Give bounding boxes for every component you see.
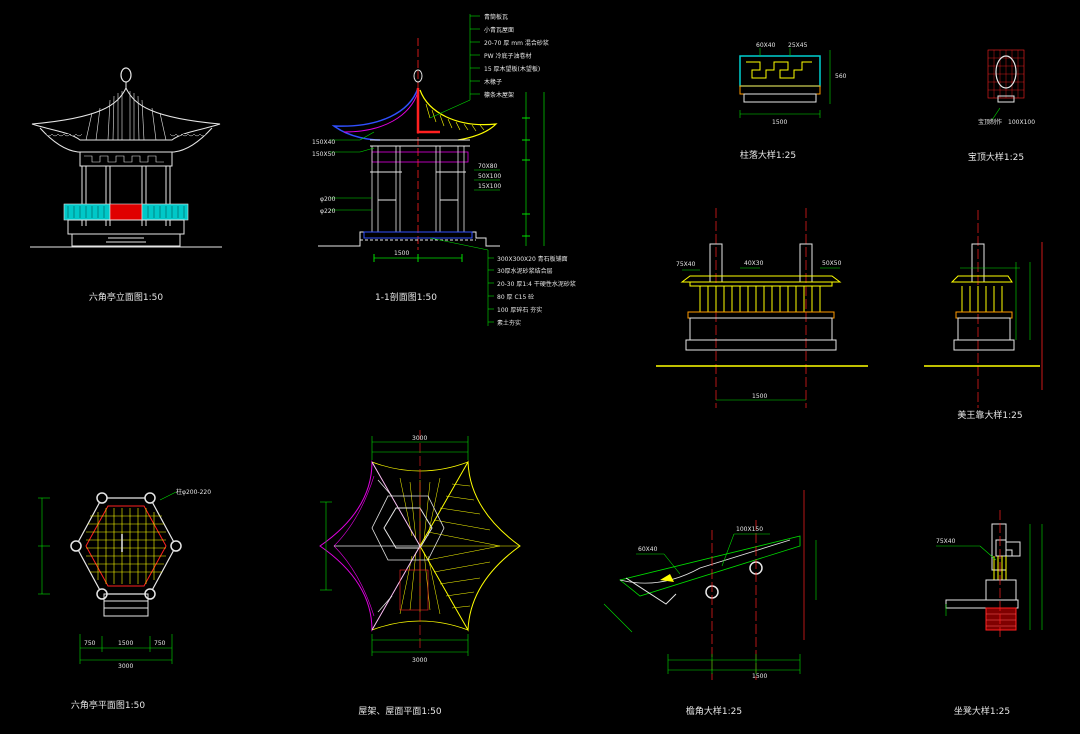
bench-dim: 1500 <box>752 393 767 400</box>
roof-plan: 3000 3000 <box>319 430 521 664</box>
section-note: 30厚水泥砂浆结合层 <box>497 267 553 275</box>
plan-dim: 1500 <box>118 640 133 647</box>
eave-detail: 60X40 100X150 1500 <box>603 490 817 680</box>
bench-dim: 50X50 <box>822 260 842 267</box>
plan-dim: 750 <box>84 640 96 647</box>
caption-roof-plan: 屋架、屋面平面1:50 <box>358 706 441 717</box>
caption-bench-detail: 美王靠大样1:25 <box>957 409 1022 421</box>
bench-detail-front: 1500 75X40 40X30 50X50 <box>656 208 868 408</box>
section-note: 素土夯实 <box>497 319 521 327</box>
eave-dim: 1500 <box>752 673 767 680</box>
eave-dim: 60X40 <box>638 546 658 553</box>
roof-dim: 3000 <box>412 657 427 664</box>
section-label: 50X100 <box>478 173 501 180</box>
section-note: 木椽子 <box>484 78 502 86</box>
caption-eave-detail: 檐角大样1:25 <box>686 705 742 717</box>
section-notes-top: 青筒板瓦 小青瓦屋面 20-70 厚 mm 混合砂浆 PW 冷底子油卷材 15 … <box>484 13 549 99</box>
section-label: 70X80 <box>478 163 498 170</box>
eave-dim: 100X150 <box>736 526 763 533</box>
section-note: 80 厚 C15 砼 <box>497 293 534 301</box>
section-note: 檩条木屋架 <box>484 91 514 99</box>
bench-dim: 75X40 <box>676 261 696 268</box>
caption-base-detail: 坐凳大样1:25 <box>954 705 1010 717</box>
plan-dim: 3000 <box>118 663 133 670</box>
section-label: φ220 <box>320 208 336 215</box>
railing-dim: 60X40 <box>756 42 776 49</box>
bench-detail-side <box>924 210 1043 408</box>
pavilion-section <box>318 14 545 326</box>
caption-finial-detail: 宝顶大样1:25 <box>968 151 1024 163</box>
bench-dim: 40X30 <box>744 260 764 267</box>
pavilion-plan: 750 1500 750 3000 柱φ200-220 <box>38 488 211 670</box>
caption-railing-detail: 柱落大样1:25 <box>740 149 796 161</box>
section-notes-bottom: 300X300X20 青石板铺面 30厚水泥砂浆结合层 20-30 厚1:4 干… <box>497 255 576 327</box>
section-note: 15 厚木望板(木望板) <box>484 65 540 73</box>
section-span-dim: 1500 <box>394 250 409 257</box>
section-label: 15X100 <box>478 183 501 190</box>
roof-dim: 3000 <box>412 435 427 442</box>
section-label: φ200 <box>320 196 336 203</box>
railing-detail: 60X40 25X45 1500 560 <box>739 42 847 126</box>
section-note: 小青瓦屋面 <box>484 26 514 34</box>
section-label: 150X50 <box>312 151 335 158</box>
section-note: 青筒板瓦 <box>484 13 508 21</box>
base-detail: 75X40 <box>936 510 1043 640</box>
railing-dim: 560 <box>835 73 847 80</box>
section-note: 20-30 厚1:4 干硬性水泥砂浆 <box>497 280 576 288</box>
pavilion-elevation <box>30 67 222 248</box>
section-note: 20-70 厚 mm 混合砂浆 <box>484 39 549 47</box>
section-note: PW 冷底子油卷材 <box>484 52 531 60</box>
plan-dim: 750 <box>154 640 166 647</box>
caption-plan: 六角亭平面图1:50 <box>71 699 145 711</box>
finial-detail: 宝顶制作 100X100 <box>978 49 1035 126</box>
railing-dim: 1500 <box>772 119 787 126</box>
section-note: 300X300X20 青石板铺面 <box>497 255 568 263</box>
finial-size: 100X100 <box>1008 119 1035 126</box>
section-note: 100 厚碎石 夯实 <box>497 306 542 314</box>
caption-elevation: 六角亭立面图1:50 <box>89 291 163 303</box>
finial-note: 宝顶制作 <box>978 118 1002 126</box>
plan-column-label: 柱φ200-220 <box>176 488 211 496</box>
base-dim: 75X40 <box>936 538 956 545</box>
railing-dim: 25X45 <box>788 42 808 49</box>
caption-section: 1-1剖面图1:50 <box>375 291 437 303</box>
section-label: 150X40 <box>312 139 335 146</box>
